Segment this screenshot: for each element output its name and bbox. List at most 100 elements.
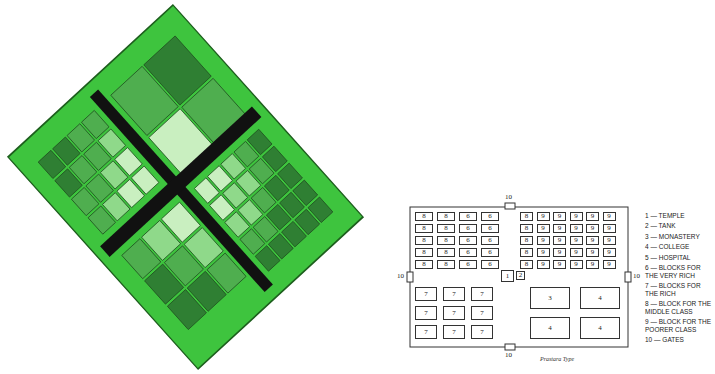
plan-block: 8 [437,260,455,269]
plan-block: 6 [459,224,477,233]
plan-block: 9 [570,260,583,269]
block-number: 7 [424,291,428,298]
block-number: 9 [558,225,562,232]
gate [625,272,631,282]
legend-entry: 10 — GATES [645,336,713,343]
block-number: 9 [541,249,545,256]
plan-block: 7 [471,325,493,339]
block-number: 9 [574,237,578,244]
plan-block: 9 [603,260,616,269]
plan-block: 8 [415,248,433,257]
plan-block: 7 [471,287,493,301]
block-number: 8 [444,249,448,256]
plan-block: 8 [415,212,433,221]
plan-block: 6 [459,260,477,269]
plan-block: 9 [553,260,566,269]
legend-entry: 4 — COLLEGE [645,243,713,250]
plan-block: 7 [415,306,437,320]
plan-block: 6 [459,236,477,245]
block-number: 8 [444,225,448,232]
road [100,106,261,256]
legend-entry: 7 — BLOCKS FOR THE RICH [645,282,713,297]
block-number: 6 [488,225,492,232]
gate-number: 10 [397,273,404,281]
legend-entry: 2 — TANK [645,222,713,229]
block-number: 6 [466,249,470,256]
block-number: 8 [422,261,426,268]
block-number: 9 [574,261,578,268]
block-number: 9 [591,249,595,256]
block-number: 9 [591,261,595,268]
plan-block: 9 [586,236,599,245]
plan-block: 7 [443,325,465,339]
block-number: 6 [466,225,470,232]
block-number: 9 [558,261,562,268]
plan-block: 9 [537,224,550,233]
plan-block: 7 [443,287,465,301]
green-base [8,5,363,369]
plan-block: 9 [537,212,550,221]
plan-block: 4 [530,317,570,339]
plan-block: 4 [580,317,620,339]
block-number: 8 [444,213,448,220]
plan-block: 9 [586,248,599,257]
block-number: 9 [558,237,562,244]
plan-block: 2 [516,271,525,280]
block-number: 7 [452,291,456,298]
plan-block: 7 [415,325,437,339]
block-number: 9 [607,225,611,232]
block-number: 8 [525,225,529,232]
block-number: 3 [548,295,552,302]
block-number: 9 [607,249,611,256]
block-number: 9 [541,225,545,232]
block-number: 8 [444,237,448,244]
legend-entry: 1 — TEMPLE [645,212,713,219]
gate-number: 10 [505,194,512,202]
city-block [131,166,159,194]
block-number: 7 [452,310,456,317]
legend-entry: 6 — BLOCKS FOR THE VERY RICH [645,264,713,279]
block-number: 8 [422,237,426,244]
plan-block: 9 [553,236,566,245]
plan-block: 3 [530,287,570,309]
block-number: 8 [525,261,529,268]
plan-block: 6 [481,248,499,257]
plan-block: 6 [481,212,499,221]
block-number: 9 [607,213,611,220]
plan-block: 8 [437,236,455,245]
block-number: 6 [488,237,492,244]
block-number: 6 [466,213,470,220]
block-number: 9 [558,249,562,256]
block-number: 7 [452,329,456,336]
block-number: 4 [598,295,602,302]
plan-block: 9 [586,260,599,269]
caption: Prastara Type [540,356,574,362]
block-number: 8 [525,249,529,256]
road [90,89,273,292]
plan-block: 9 [570,224,583,233]
legend-list: 1 — TEMPLE2 — TANK3 — MONASTERY4 — COLLE… [645,212,713,347]
plan-block: 7 [443,306,465,320]
plan-block: 9 [570,212,583,221]
gate [505,203,515,209]
plan-block: 9 [553,248,566,257]
block-number: 8 [422,225,426,232]
block-number: 7 [480,310,484,317]
plan-block: 9 [570,236,583,245]
plan-block: 9 [603,248,616,257]
plan-block: 8 [415,236,433,245]
block-number: 9 [541,237,545,244]
block-number: 8 [422,213,426,220]
block-number: 7 [480,329,484,336]
plan-block: 8 [415,224,433,233]
legend-entry: 8 — BLOCK FOR THE MIDDLE CLASS [645,300,713,315]
block-number: 7 [480,291,484,298]
gate [505,344,515,350]
plan-boundary [410,207,628,347]
block-number: 9 [574,249,578,256]
block-number: 9 [591,237,595,244]
plan-block: 8 [437,212,455,221]
block-number: 6 [466,261,470,268]
block-number: 9 [574,225,578,232]
